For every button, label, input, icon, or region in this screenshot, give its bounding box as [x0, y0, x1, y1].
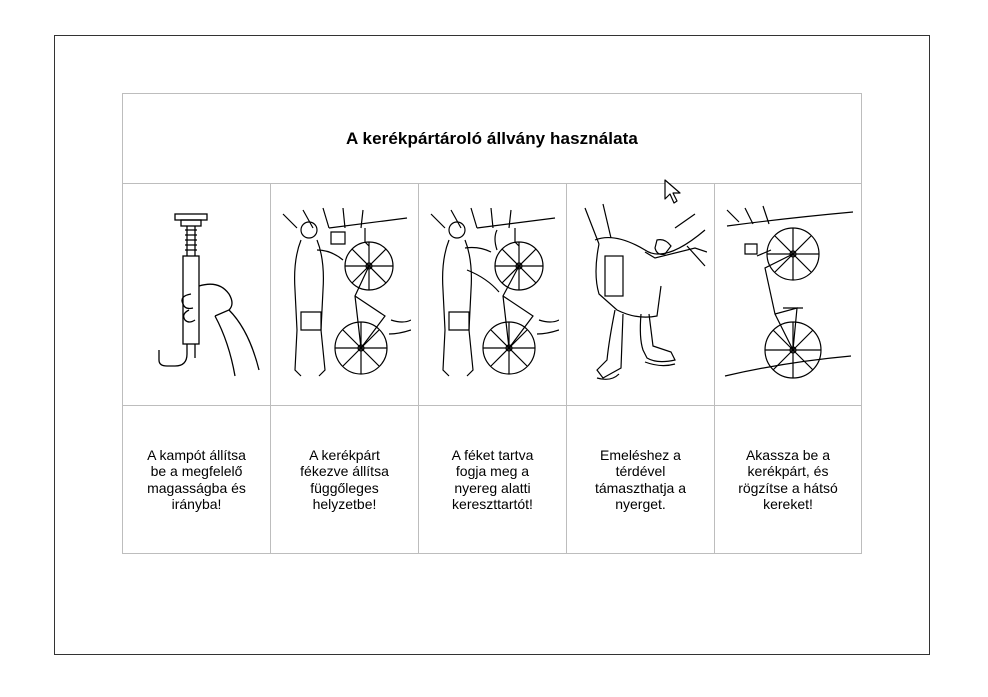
illustration-row: [123, 184, 861, 406]
mouse-pointer-icon: [664, 179, 681, 204]
illustration-cell-4: [567, 184, 715, 405]
knee-support-saddle-illustration: [584, 203, 707, 380]
caption-row: A kampót állítsa be a megfelelő magasság…: [123, 406, 861, 553]
illustration-cell-1: [123, 184, 271, 405]
title-row: A kerékpártároló állvány használata: [123, 94, 861, 184]
page-frame: [54, 35, 930, 655]
hook-stand-adjust-illustration: [158, 213, 260, 377]
instruction-table: A kerékpártároló állvány használata: [122, 93, 862, 554]
braked-bike-upright-illustration: [282, 207, 411, 377]
step-caption-3: A féket tartva fogja meg a nyereg alatti…: [419, 406, 567, 553]
step-caption-2: A kerékpárt fékezve állítsa függőleges h…: [271, 406, 419, 553]
step-caption-5: Akassza be a kerékpárt, és rögzítse a há…: [738, 446, 838, 513]
illustration-cell-2: [271, 184, 419, 405]
hold-brake-grab-frame-illustration: [430, 207, 559, 377]
illustration-cell-5: [715, 184, 861, 405]
hang-bike-fix-rear-wheel-illustration: [724, 205, 854, 379]
illustration-cell-3: [419, 184, 567, 405]
instruction-title: A kerékpártároló állvány használata: [345, 128, 638, 148]
step-caption-4: Emeléshez a térdével támaszthatja a nyer…: [567, 406, 715, 553]
step-caption-1: A kampót állítsa be a megfelelő magasság…: [123, 406, 271, 553]
